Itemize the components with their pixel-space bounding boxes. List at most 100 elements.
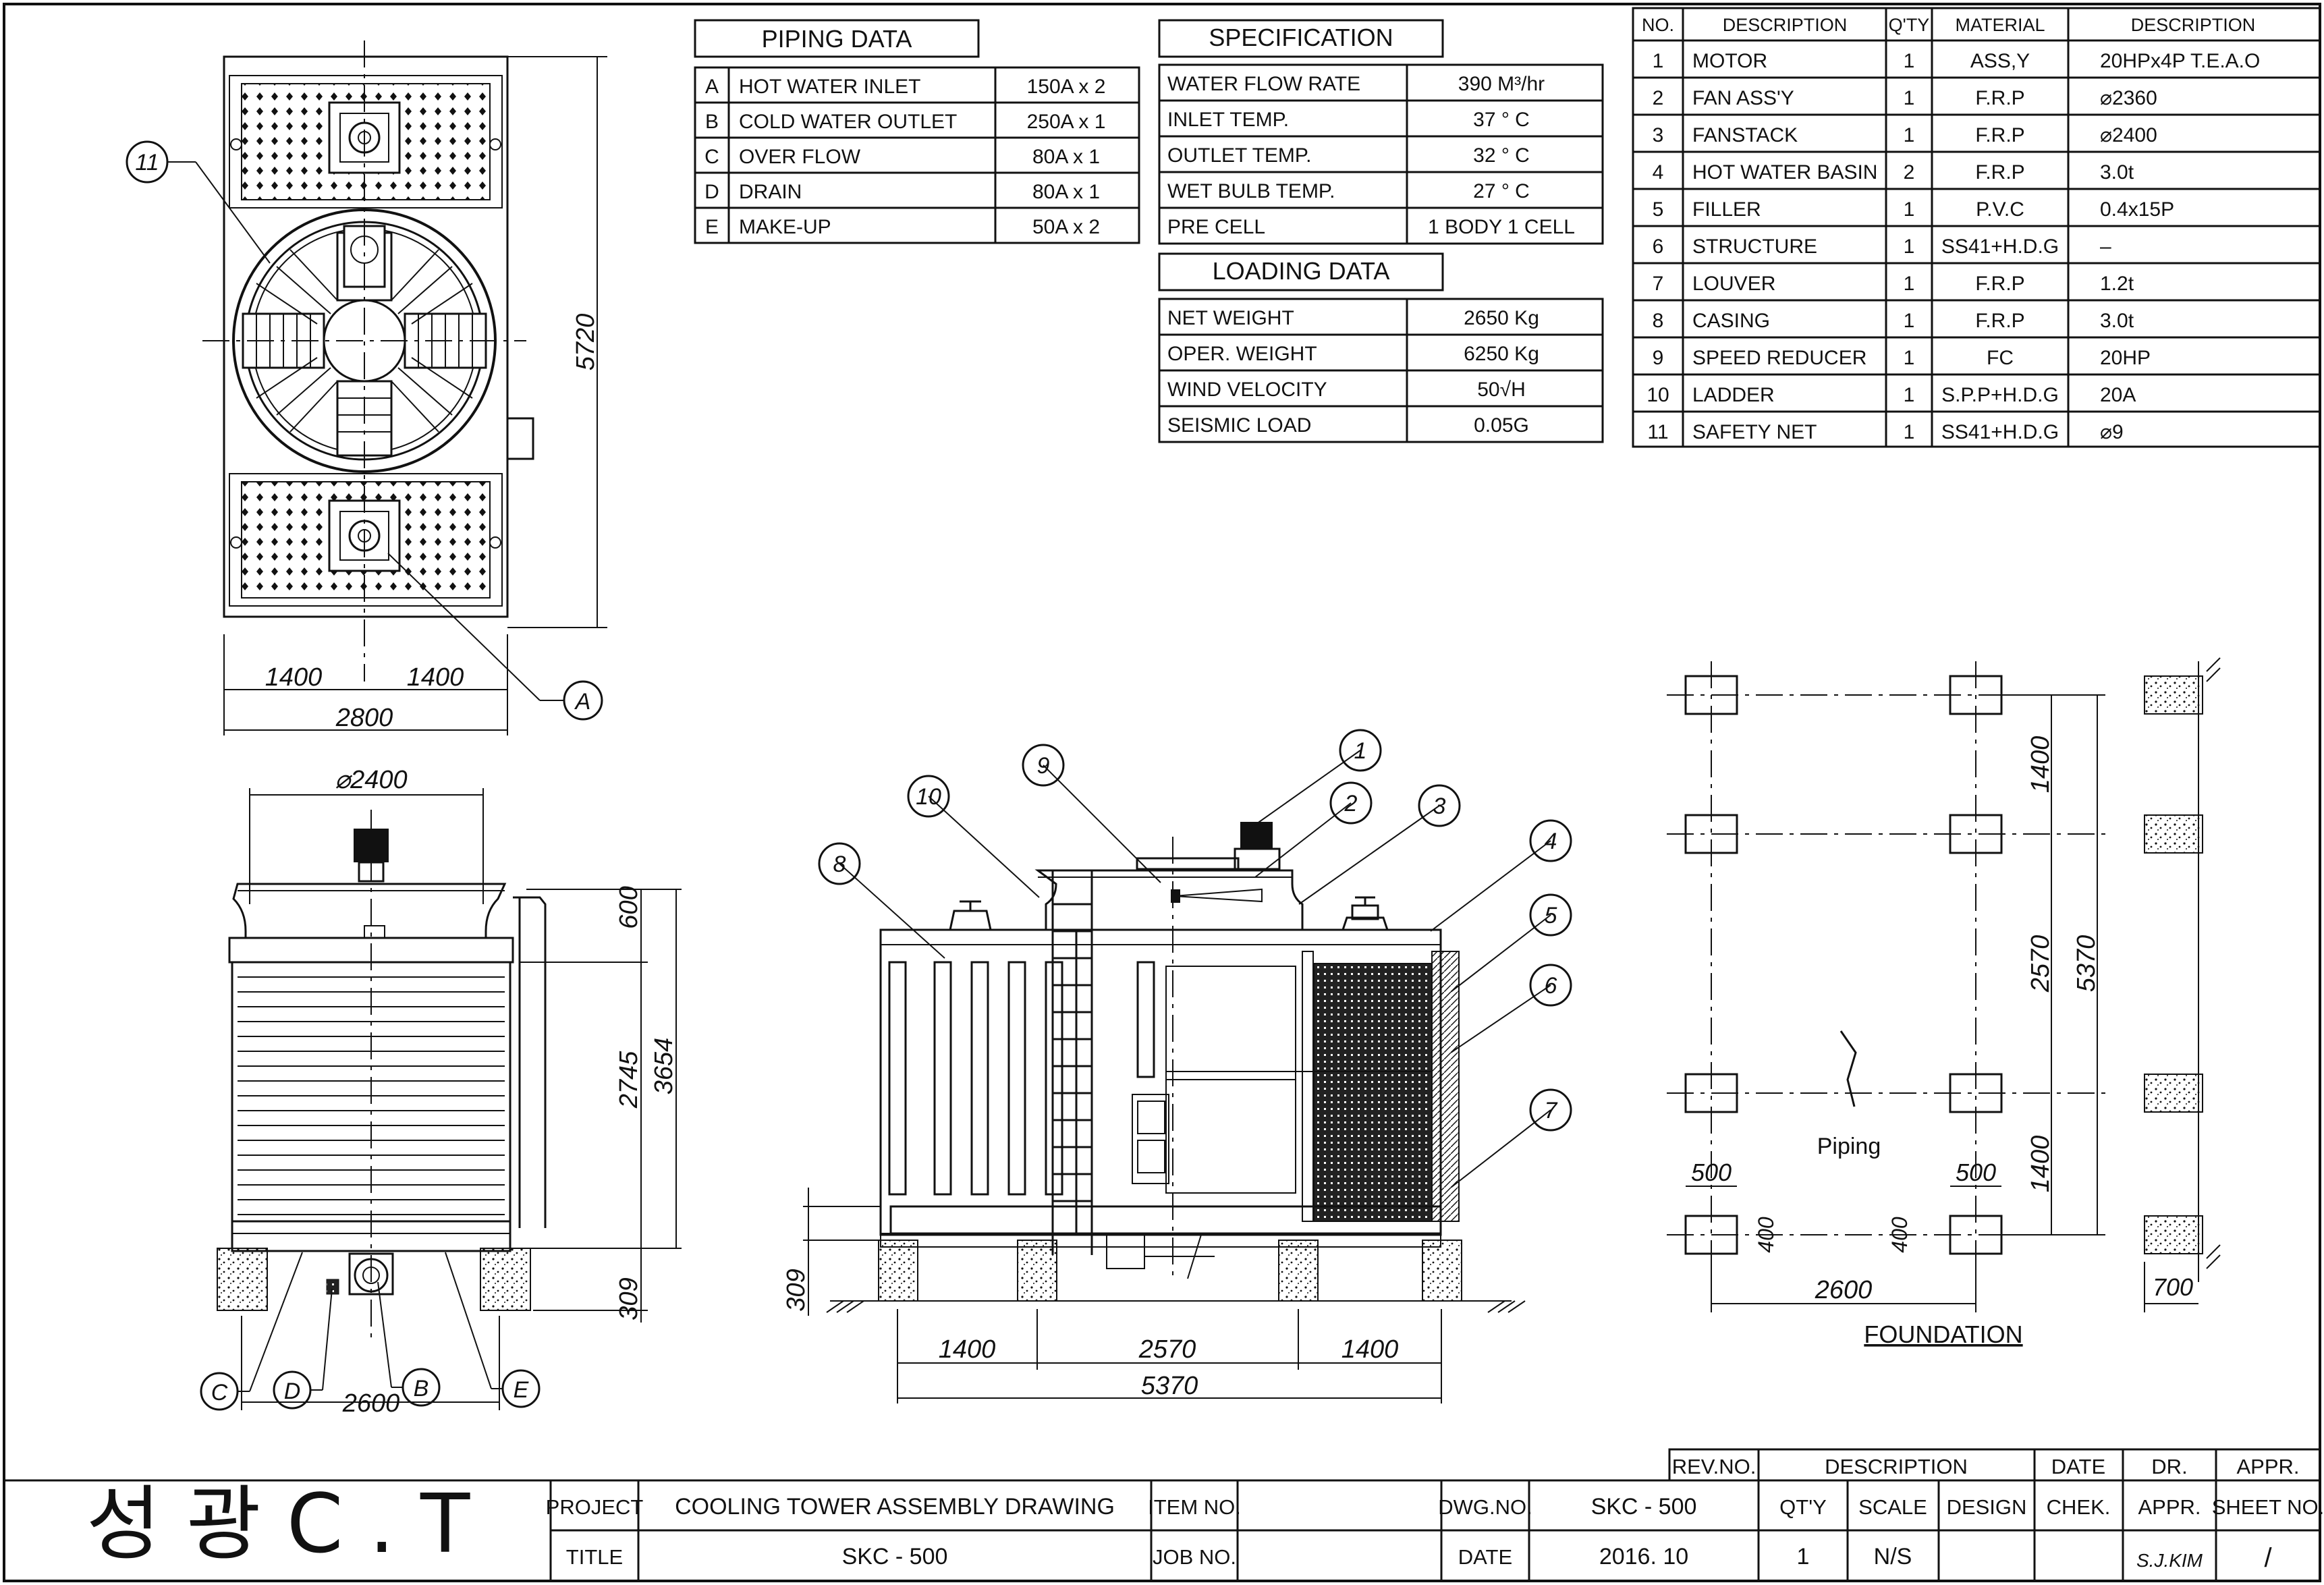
parts-list-table: NO. DESCRIPTION Q'TY MATERIAL DESCRIPTIO…	[1632, 7, 2321, 448]
parts-qty: 1	[1904, 235, 1915, 258]
parts-qty: 1	[1904, 198, 1915, 221]
loading-name: OPER. WEIGHT	[1167, 343, 1317, 365]
spec-value: 32 ° C	[1473, 144, 1530, 167]
spec-name: WATER FLOW RATE	[1167, 73, 1360, 95]
company-logo-text: 성 광 C . T	[86, 1478, 470, 1572]
callout-4: 4	[1545, 829, 1557, 854]
parts-material: F.R.P	[1975, 161, 2024, 184]
parts-description: FILLER	[1692, 198, 1761, 221]
parts-spec: ⌀2400	[2100, 124, 2157, 146]
foundation-dim-2570: 2570	[2026, 935, 2055, 993]
tb-project-label: PROJECT	[546, 1495, 644, 1519]
piping-name: OVER FLOW	[739, 146, 861, 168]
parts-material: ASS,Y	[1970, 50, 2030, 72]
parts-material: F.R.P	[1975, 310, 2024, 332]
parts-no: 1	[1653, 50, 1664, 72]
parts-material: F.R.P	[1975, 273, 2024, 295]
callout-3: 3	[1433, 794, 1446, 819]
callout-5: 5	[1545, 903, 1557, 928]
piping-code: E	[705, 216, 719, 238]
foundation-dim-2600: 2600	[1815, 1276, 1873, 1304]
callout-a: A	[574, 689, 591, 715]
piping-name: DRAIN	[739, 181, 802, 203]
piping-size: 80A x 1	[1032, 146, 1100, 168]
foundation-dim-700: 700	[2153, 1273, 2193, 1301]
tb-scale-label: SCALE	[1858, 1495, 1927, 1519]
parts-no: 11	[1647, 421, 1668, 443]
callout-circle	[907, 775, 950, 818]
parts-header: Q'TY	[1889, 15, 1930, 35]
parts-header: DESCRIPTION	[2131, 15, 2256, 35]
piping-code: C	[704, 146, 719, 168]
parts-description: FANSTACK	[1692, 124, 1798, 146]
foundation-dim-5370: 5370	[2072, 935, 2101, 993]
parts-spec: 20HP	[2100, 347, 2151, 369]
piping-name: COLD WATER OUTLET	[739, 111, 957, 133]
parts-description: HOT WATER BASIN	[1692, 161, 1877, 184]
parts-header: NO.	[1642, 15, 1674, 35]
plan-dim-1400: 1400	[265, 663, 323, 692]
piping-code: A	[705, 76, 719, 98]
tb-appr-label: APPR.	[2138, 1495, 2201, 1519]
side-dim-2600: 2600	[342, 1389, 400, 1418]
foundation-piping-label: Piping	[1817, 1134, 1881, 1159]
callout-circle	[818, 842, 861, 885]
piping-size: 250A x 1	[1027, 111, 1106, 133]
parts-spec: 0.4x15P	[2100, 198, 2174, 221]
tb-desc-label: DESCRIPTION	[1825, 1455, 1968, 1478]
parts-material: S.P.P+H.D.G	[1941, 384, 2059, 406]
plan-dim-1400: 1400	[407, 663, 464, 692]
parts-material: FC	[1987, 347, 2014, 369]
tb-dwg-label: DWG.NO.	[1438, 1495, 1532, 1519]
parts-description: LOUVER	[1692, 273, 1775, 295]
tb-sheet-label: SHEET NO.	[2212, 1495, 2324, 1519]
callout-circle	[1418, 784, 1461, 827]
tb-qty-value: 1	[1797, 1544, 1810, 1569]
loading-value: 2650 Kg	[1464, 307, 1539, 329]
loading-name: SEISMIC LOAD	[1167, 414, 1311, 437]
parts-spec: 20HPx4P T.E.A.O	[2100, 50, 2260, 72]
parts-description: FAN ASS'Y	[1692, 87, 1794, 109]
parts-qty: 1	[1904, 50, 1915, 72]
callout-leader	[1043, 764, 1161, 883]
side-dim-600: 600	[615, 886, 643, 928]
parts-spec: –	[2100, 235, 2111, 258]
parts-spec: 3.0t	[2100, 161, 2134, 184]
callout-9: 9	[1037, 753, 1050, 779]
tb-sheet-value: /	[2264, 1543, 2272, 1573]
callout-1: 1	[1354, 738, 1367, 764]
parts-description: STRUCTURE	[1692, 235, 1817, 258]
piping-size: 150A x 2	[1027, 76, 1106, 98]
spec-name: OUTLET TEMP.	[1167, 144, 1311, 167]
piping-data-title: PIPING DATA	[762, 25, 912, 53]
front-dim-309: 309	[782, 1269, 810, 1311]
callout-10: 10	[916, 784, 941, 810]
parts-no: 10	[1647, 384, 1669, 406]
parts-spec: ⌀9	[2100, 421, 2124, 443]
front-dim-5370: 5370	[1141, 1372, 1198, 1400]
tb-design-label: DESIGN	[1947, 1495, 2027, 1519]
parts-qty: 1	[1904, 384, 1915, 406]
parts-qty: 1	[1904, 421, 1915, 443]
parts-qty: 1	[1904, 310, 1915, 332]
tb-title-label: TITLE	[566, 1545, 623, 1569]
foundation-dim-1400: 1400	[2026, 1136, 2055, 1193]
parts-qty: 1	[1904, 124, 1915, 146]
parts-qty: 1	[1904, 347, 1915, 369]
parts-material: P.V.C	[1976, 198, 2024, 221]
callout-circle	[1329, 781, 1373, 825]
tb-qty-label: QT'Y	[1779, 1495, 1827, 1519]
callout-circle	[1529, 819, 1572, 862]
tb-project-value: COOLING TOWER ASSEMBLY DRAWING	[675, 1494, 1115, 1520]
spec-value: 27 ° C	[1473, 180, 1530, 202]
callout-c: C	[211, 1380, 228, 1406]
piping-size: 80A x 1	[1032, 181, 1100, 203]
callout-circle	[1529, 964, 1572, 1007]
callout-8: 8	[833, 852, 846, 877]
foundation-title: FOUNDATION	[1864, 1320, 2022, 1348]
loading-data-title: LOADING DATA	[1213, 257, 1390, 285]
spec-value: 390 M³/hr	[1458, 73, 1545, 95]
parts-no: 4	[1653, 161, 1664, 184]
parts-description: SPEED REDUCER	[1692, 347, 1866, 369]
